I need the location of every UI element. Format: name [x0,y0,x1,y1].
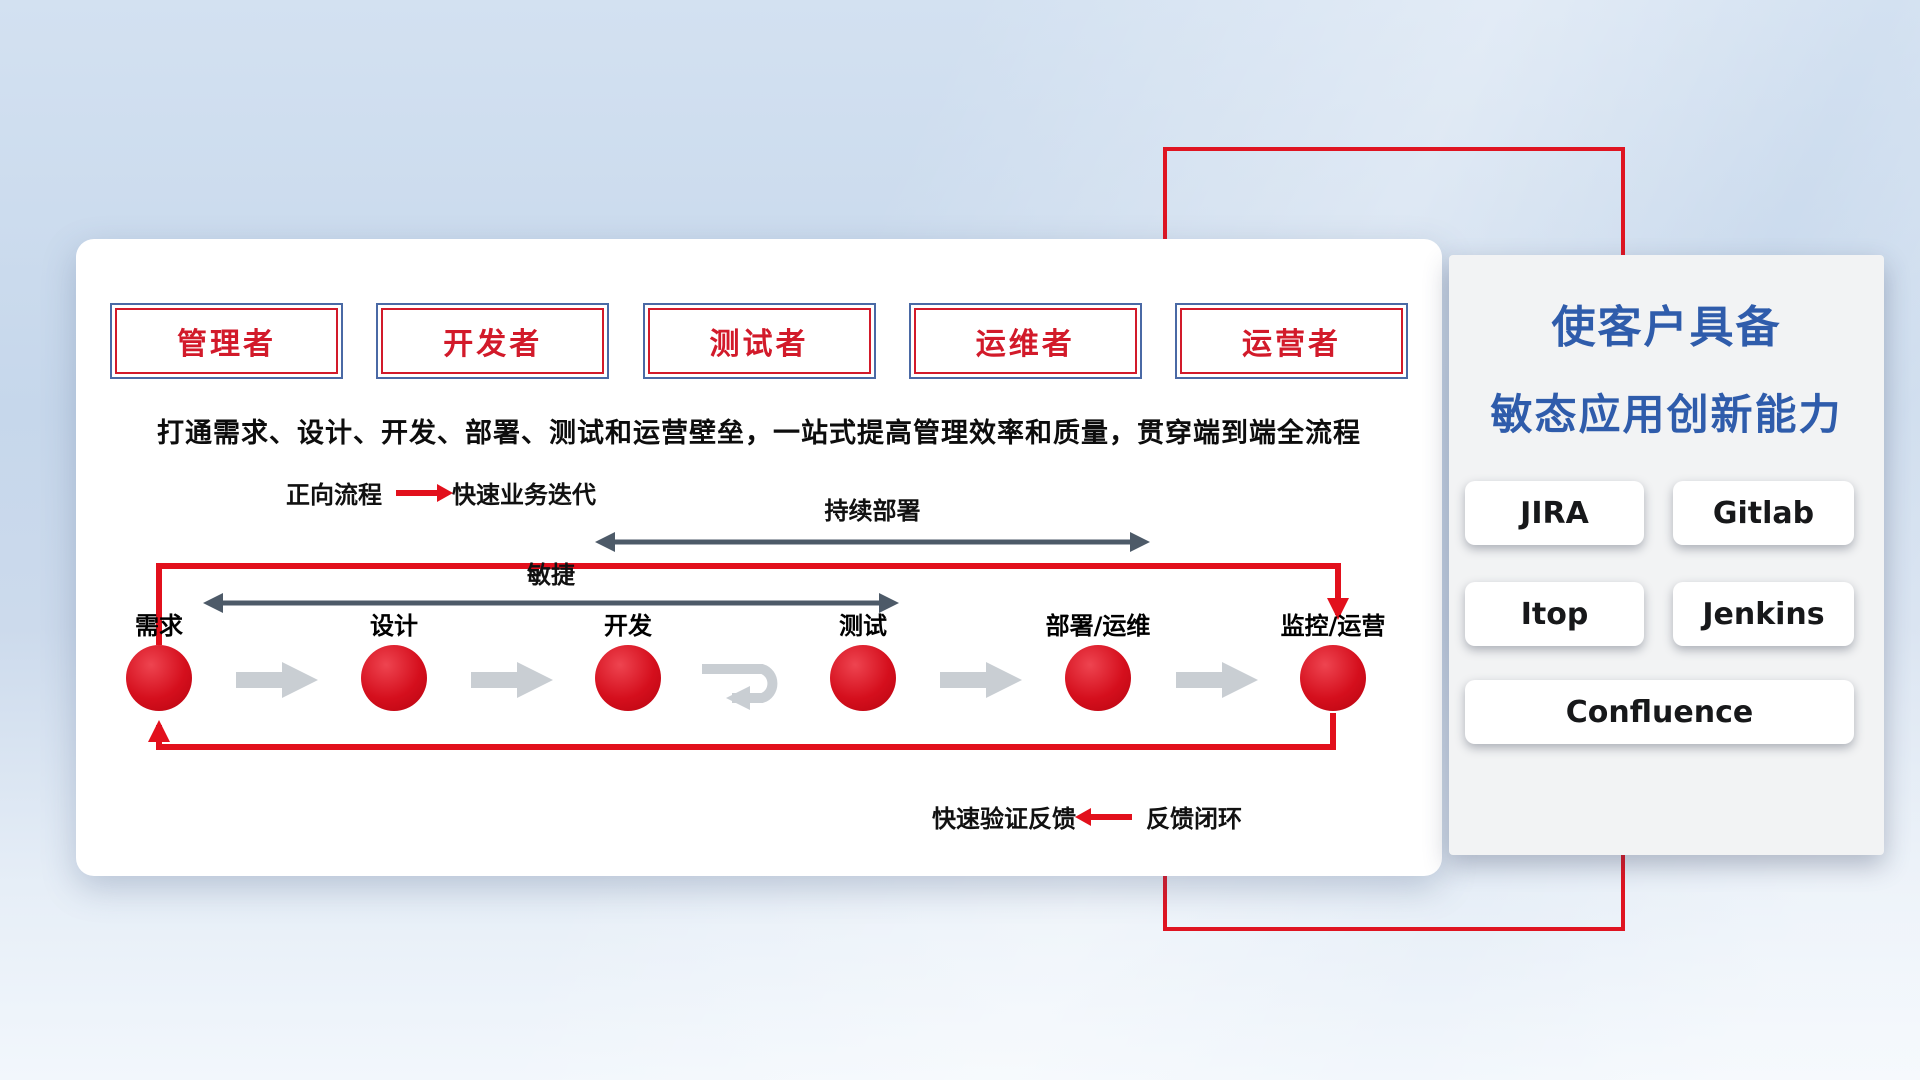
tool-chip-gitlab: Gitlab [1673,481,1854,545]
node-label: 设计 [370,612,418,640]
flow-node-monitor-operate: 监控/运营 [1253,611,1413,711]
forward-arrow-icon [396,483,453,502]
role-label: 管理者 [177,327,276,362]
forward-legend-value: 快速业务迭代 [452,481,596,509]
flow-arrow-icon [236,662,318,698]
flow-node-requirement: 需求 [79,611,239,711]
flow-node-test: 测试 [783,611,943,711]
role-label: 测试者 [709,327,809,362]
feedback-loop-line [148,713,1336,750]
description-text: 打通需求、设计、开发、部署、测试和运营壁垒，一站式提高管理效率和质量，贯穿端到端… [157,418,1361,449]
node-label: 开发 [604,612,652,640]
node-circle-icon [595,645,661,711]
role-box-manager: 管理者 [110,303,343,379]
flow-arrow-icon [940,662,1022,698]
capability-panel: 使客户具备 敏态应用创新能力 JIRA Gitlab Itop Jenkins … [1449,255,1884,855]
role-label: 运营者 [1242,327,1341,362]
forward-legend-label: 正向流程 [286,481,382,509]
role-box-operator: 运营者 [1175,303,1408,379]
flow-node-deploy-ops: 部署/运维 [1018,611,1178,711]
role-box-developer: 开发者 [376,303,610,379]
node-circle-icon [830,645,896,711]
continuous-deploy-label: 持续部署 [824,497,921,525]
tool-chip-jenkins: Jenkins [1673,582,1854,646]
forward-loop-line [156,563,1349,645]
roles-row: 管理者 开发者 测试者 运维者 运营者 [110,303,1408,379]
feedback-legend: 快速验证反馈 反馈闭环 [932,799,1242,834]
feedback-arrow-icon [1075,807,1132,826]
tool-chip-jira: JIRA [1465,481,1644,545]
flow-node-develop: 开发 [548,611,708,711]
role-label: 开发者 [443,327,543,362]
flow-node-design: 设计 [314,611,474,711]
tool-chip-confluence: Confluence [1465,680,1854,744]
forward-legend: 正向流程 快速业务迭代 [286,475,596,510]
flow-arrow-icon [471,662,553,698]
role-box-tester: 测试者 [642,303,876,379]
node-circle-icon [126,645,192,711]
node-label: 测试 [839,612,887,640]
tool-chip-itop: Itop [1465,582,1644,646]
feedback-legend-label: 快速验证反馈 [932,805,1076,833]
flow-arrows-layer [148,532,1349,750]
iteration-loop-icon [702,664,778,710]
agile-label: 敏捷 [527,561,575,589]
node-circle-icon [1300,645,1366,711]
panel-title-line2: 敏态应用创新能力 [1490,390,1843,439]
role-label: 运维者 [975,327,1075,362]
flow-arrow-icon [1176,662,1258,698]
panel-title-line1: 使客户具备 [1551,302,1782,353]
node-label: 需求 [135,612,183,640]
node-label: 部署/运维 [1045,612,1151,640]
node-circle-icon [1065,645,1131,711]
node-circle-icon [361,645,427,711]
devops-flow-card: 管理者 开发者 测试者 运维者 运营者 打通需求、设计、开发、部署、测试和运营壁… [76,239,1442,876]
node-label: 监控/运营 [1280,612,1386,640]
role-box-ops: 运维者 [908,303,1142,379]
feedback-legend-value: 反馈闭环 [1146,805,1242,833]
